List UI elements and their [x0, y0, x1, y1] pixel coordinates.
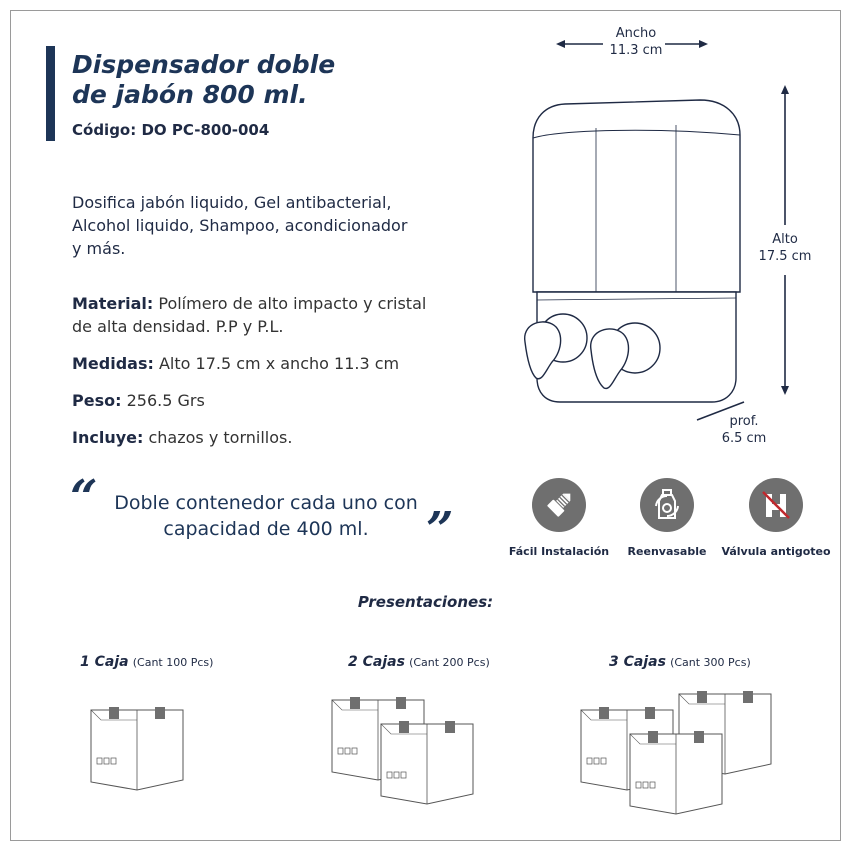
title-line-2: de jabón 800 ml.	[72, 80, 308, 109]
width-label: Ancho	[615, 26, 657, 41]
spec-label: Medidas:	[72, 354, 154, 373]
quote-text: Doble contenedor cada uno con capacidad …	[114, 492, 418, 540]
quote-close-mark: ”	[426, 502, 454, 558]
title-line-1: Dispensador doble	[72, 50, 336, 79]
package-name: 1 Caja	[80, 654, 129, 670]
package-1-caption: 1 Caja (Cant 100 Pcs)	[80, 654, 213, 670]
left-pump	[524, 313, 588, 380]
spec-value: Alto 17.5 cm x ancho 11.3 cm	[153, 354, 400, 373]
package-3-caption: 3 Cajas (Cant 300 Pcs)	[609, 654, 751, 670]
feature-label: Fácil Instalación	[508, 545, 610, 558]
height-arrow	[781, 85, 789, 395]
feature-refillable: Reenvasable	[612, 478, 722, 558]
product-title: Dispensador doble de jabón 800 ml.	[72, 50, 372, 110]
package-1-boxes	[90, 706, 184, 791]
product-code: Código: DO PC-800-004	[72, 121, 270, 139]
width-value: 11.3 cm	[609, 43, 663, 58]
height-dimension: Alto 17.5 cm	[752, 231, 818, 265]
no-drip-valve-icon	[749, 478, 803, 532]
spec-label: Incluye:	[72, 428, 144, 447]
package-3-boxes	[580, 690, 772, 815]
depth-dimension: prof. 6.5 cm	[706, 413, 782, 447]
presentations-title: Presentaciones:	[357, 593, 494, 611]
spec-value: 256.5 Grs	[121, 391, 205, 410]
package-name: 3 Cajas	[609, 654, 666, 670]
package-count: (Cant 200 Pcs)	[409, 656, 490, 669]
spec-value: chazos y tornillos.	[143, 428, 293, 447]
spec-material: Material: Polímero de alto impacto y cri…	[72, 292, 442, 338]
depth-line	[696, 401, 745, 421]
spec-label: Material:	[72, 294, 154, 313]
feature-label: Válvula antigoteo	[721, 545, 831, 558]
page-frame	[10, 10, 841, 841]
package-count: (Cant 100 Pcs)	[132, 656, 214, 669]
width-dimension: Ancho 11.3 cm	[596, 25, 676, 59]
product-description: Dosifica jabón liquido, Gel antibacteria…	[72, 193, 408, 258]
spec-peso: Peso: 256.5 Grs	[72, 389, 442, 412]
package-count: (Cant 300 Pcs)	[670, 656, 751, 669]
feature-label: Reenvasable	[627, 545, 707, 558]
bottle-refill-icon	[640, 478, 694, 532]
right-pump	[590, 322, 661, 390]
height-label: Alto	[772, 232, 798, 247]
spec-incluye: Incluye: chazos y tornillos.	[72, 426, 442, 449]
package-2-caption: 2 Cajas (Cant 200 Pcs)	[348, 654, 490, 670]
title-accent-bar	[46, 46, 55, 141]
package-name: 2 Cajas	[348, 654, 405, 670]
quote-open-mark: “	[70, 470, 98, 526]
height-value: 17.5 cm	[758, 249, 812, 264]
width-arrow	[556, 40, 708, 48]
spec-value: Polímero de alto impacto y cristal de al…	[72, 294, 427, 336]
depth-value: 6.5 cm	[721, 431, 767, 446]
spec-medidas: Medidas: Alto 17.5 cm x ancho 11.3 cm	[72, 352, 442, 375]
feature-no-drip-valve: Válvula antigoteo	[721, 478, 831, 558]
feature-easy-install: Fácil Instalación	[504, 478, 614, 558]
spec-label: Peso:	[72, 391, 122, 410]
screw-icon	[532, 478, 586, 532]
package-2-boxes	[331, 696, 474, 805]
depth-label: prof.	[729, 414, 759, 429]
